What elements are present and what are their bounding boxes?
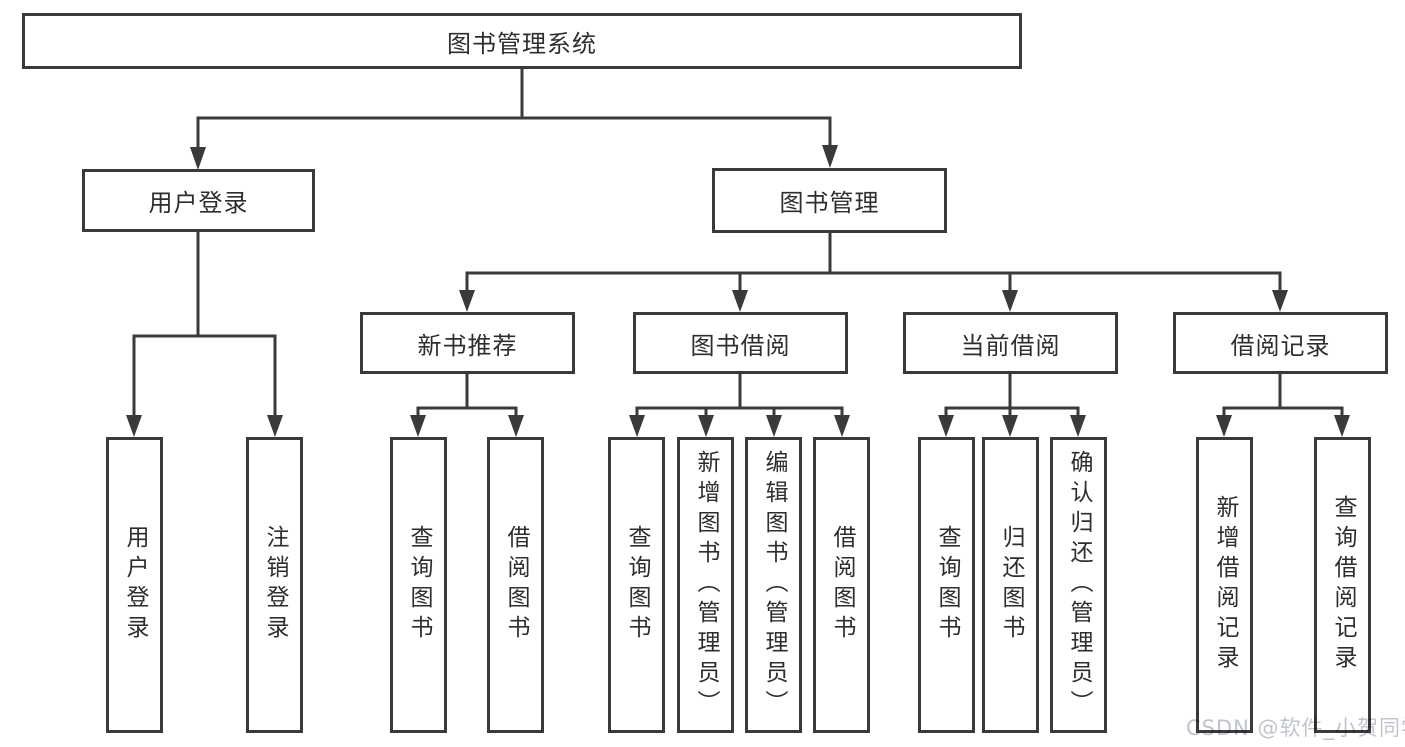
leaf-confirm-return-admin-label: 确认归还（管理员） (1066, 450, 1092, 720)
leaf-user-login: 用户登录 (106, 437, 163, 733)
leaf-return-book-label: 归还图书 (998, 525, 1024, 645)
leaf-query-borrow-record: 查询借阅记录 (1314, 437, 1371, 733)
node-user-login-branch: 用户登录 (82, 169, 315, 232)
leaf-borrow-books-label: 借阅图书 (829, 525, 855, 645)
csdn-watermark: CSDN @软件_小贺同学 (1186, 716, 1405, 740)
leaf-logout-label: 注销登录 (262, 525, 288, 645)
node-root-system: 图书管理系统 (22, 13, 1022, 69)
leaf-borrow-books-recommend-label: 借阅图书 (503, 525, 529, 645)
leaf-user-login-label: 用户登录 (122, 525, 148, 645)
leaf-return-book: 归还图书 (982, 437, 1039, 733)
leaf-confirm-return-admin: 确认归还（管理员） (1050, 437, 1107, 733)
leaf-edit-book-admin: 编辑图书（管理员） (745, 437, 802, 733)
node-new-book-recommendation: 新书推荐 (360, 312, 575, 374)
leaf-add-borrow-record-label: 新增借阅记录 (1212, 495, 1238, 675)
node-book-management-branch: 图书管理 (712, 168, 947, 233)
leaf-borrow-books-recommend: 借阅图书 (487, 437, 544, 733)
leaf-query-borrow-record-label: 查询借阅记录 (1330, 495, 1356, 675)
node-current-borrowing: 当前借阅 (903, 312, 1118, 374)
leaf-edit-book-admin-label: 编辑图书（管理员） (761, 450, 787, 720)
leaf-query-books-borrow-label: 查询图书 (624, 525, 650, 645)
leaf-query-books-recommend-label: 查询图书 (406, 525, 432, 645)
leaf-query-books-borrow: 查询图书 (608, 437, 665, 733)
node-book-borrowing: 图书借阅 (633, 312, 848, 374)
node-borrowing-records: 借阅记录 (1173, 312, 1388, 374)
leaf-logout: 注销登录 (246, 437, 303, 733)
leaf-add-book-admin-label: 新增图书（管理员） (693, 450, 719, 720)
leaf-query-books-current-label: 查询图书 (934, 525, 960, 645)
leaf-query-books-recommend: 查询图书 (390, 437, 447, 733)
leaf-add-book-admin: 新增图书（管理员） (677, 437, 734, 733)
leaf-add-borrow-record: 新增借阅记录 (1196, 437, 1253, 733)
leaf-borrow-books: 借阅图书 (813, 437, 870, 733)
leaf-query-books-current: 查询图书 (918, 437, 975, 733)
